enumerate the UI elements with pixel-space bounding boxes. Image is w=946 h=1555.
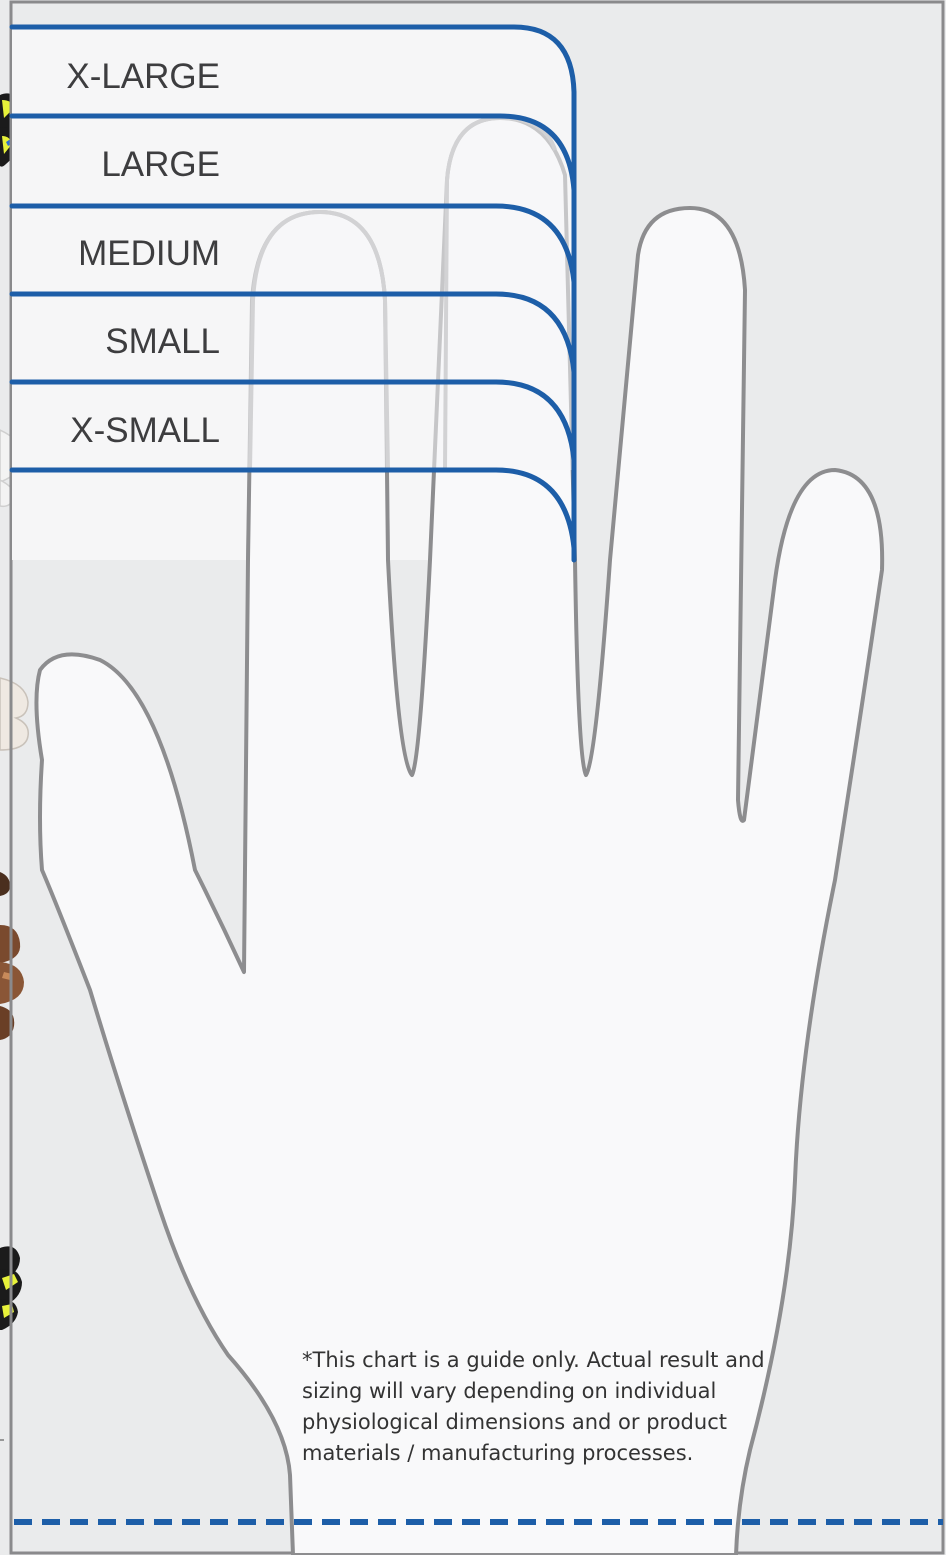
size-label-small: SMALL bbox=[105, 322, 220, 361]
size-label-xlarge: X-LARGE bbox=[66, 57, 220, 96]
disclaimer-note: *This chart is a guide only. Actual resu… bbox=[302, 1345, 772, 1469]
size-label-medium: MEDIUM bbox=[78, 234, 220, 273]
size-label-xsmall: X-SMALL bbox=[70, 411, 220, 450]
size-label-large: LARGE bbox=[101, 145, 220, 184]
